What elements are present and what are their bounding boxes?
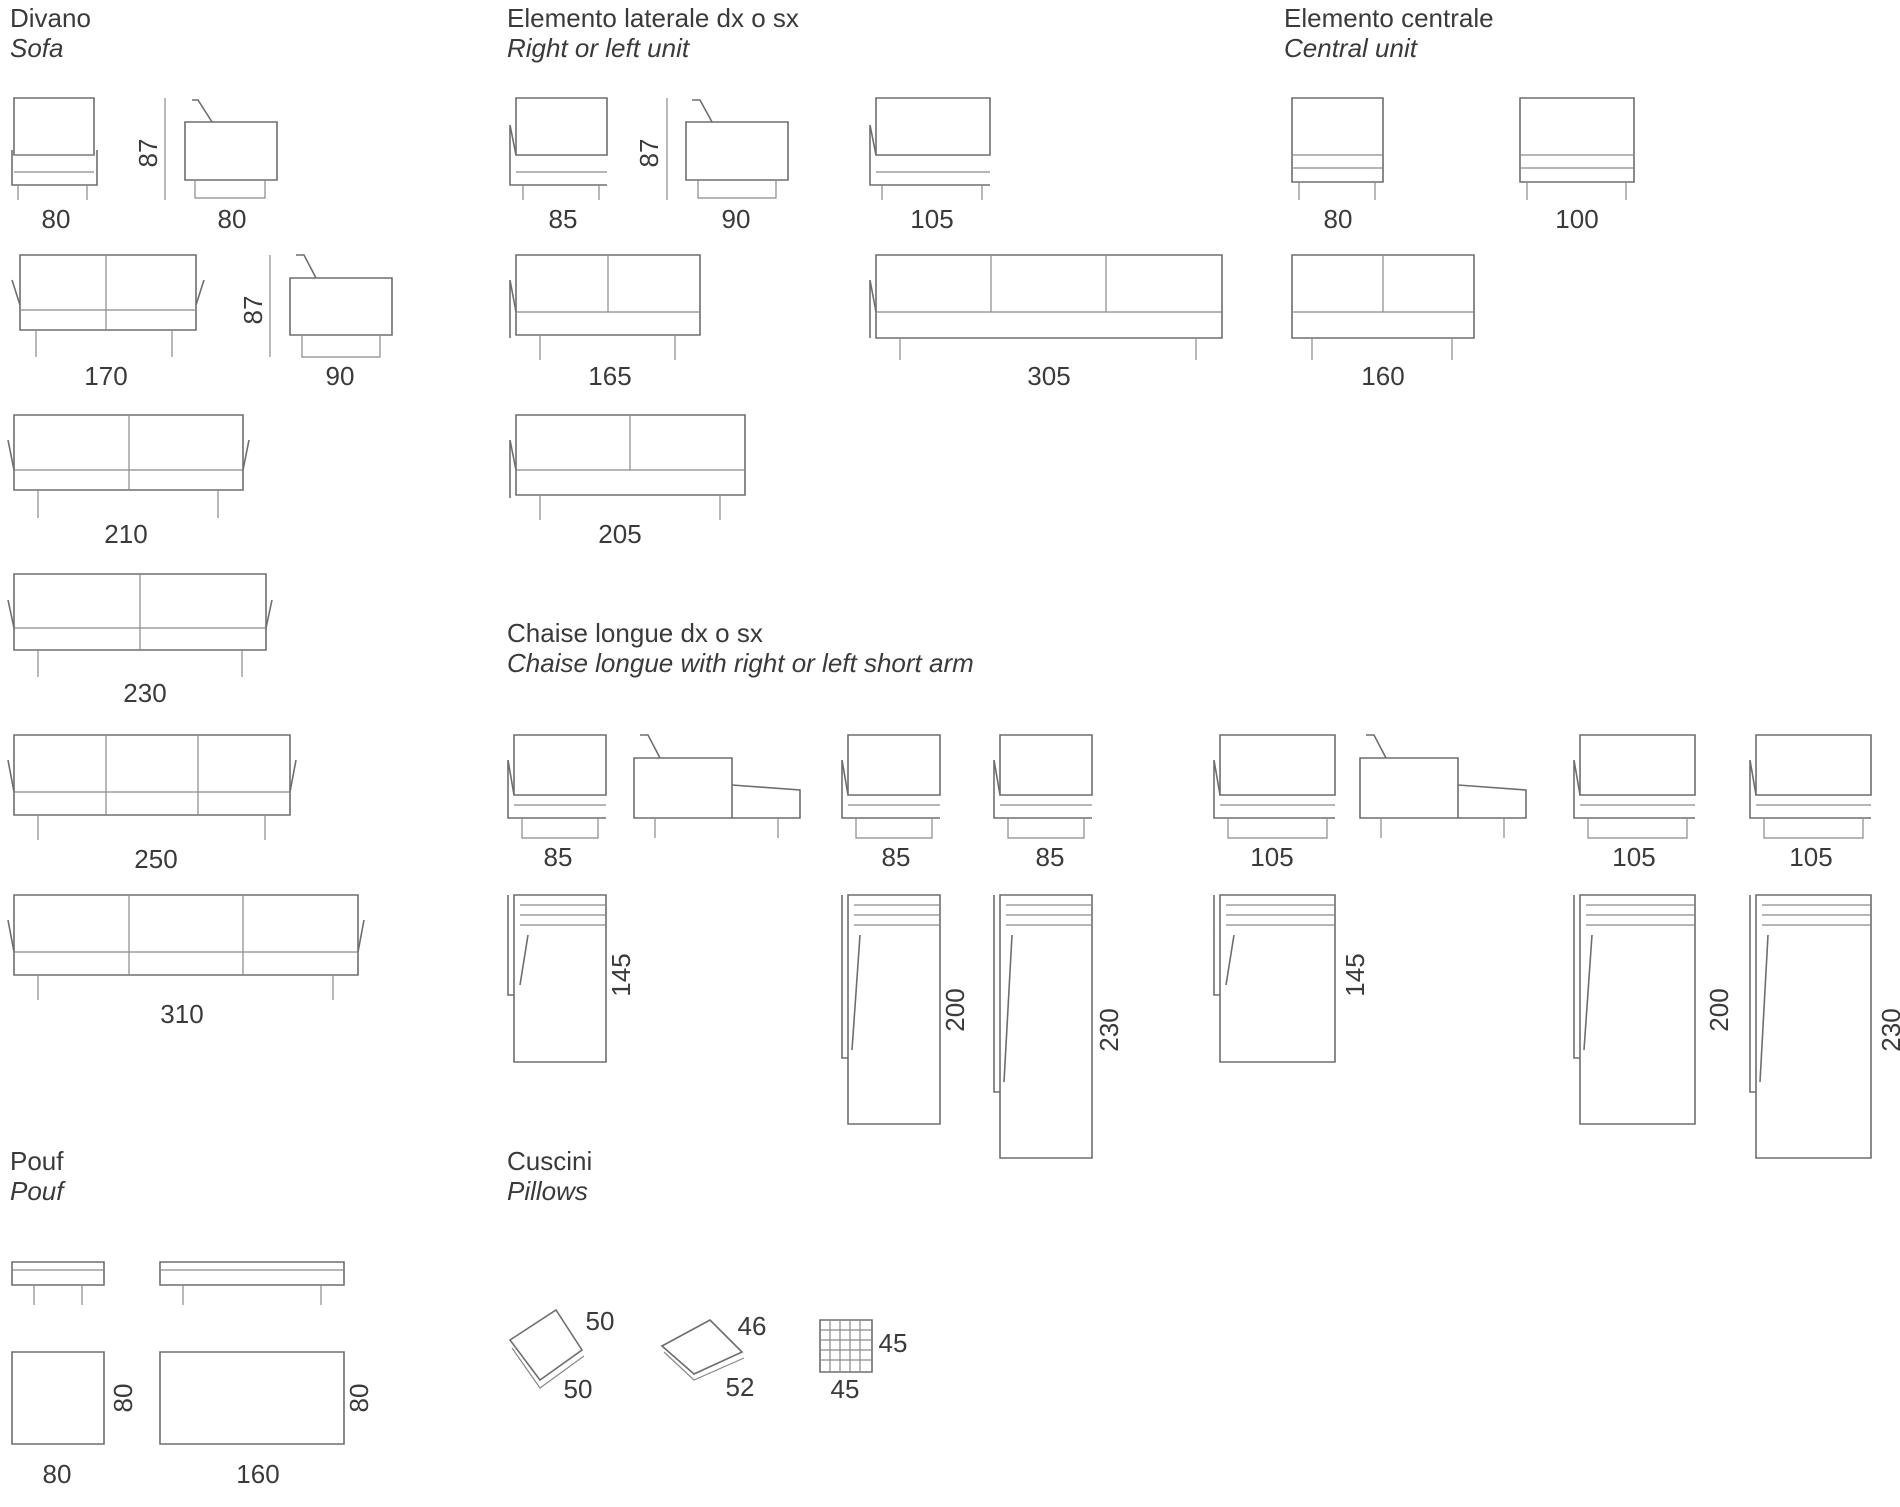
dim-chaise-a-length: 145 <box>606 953 636 996</box>
side-unit-85-front-drawing <box>509 97 608 200</box>
chaise-105b-front-drawing <box>1573 734 1696 839</box>
dim-sofa-250-width: 250 <box>134 844 177 874</box>
section-title-sofa: Divano <box>10 3 91 33</box>
section-title-chaise: Chaise longue dx o sx <box>507 618 763 648</box>
chaise-85b-front-drawing <box>841 734 941 839</box>
chaise-105-front-drawing <box>1213 734 1336 839</box>
dim-central-80-width: 80 <box>1324 204 1353 234</box>
dim-chaise-d-width: 105 <box>1250 842 1293 872</box>
pouf-small-plan-drawing <box>11 1351 105 1445</box>
section-title-pillows: Cuscini <box>507 1146 592 1176</box>
sofa-170-side-drawing <box>289 254 393 358</box>
central-unit-160-front-drawing <box>1291 254 1475 360</box>
sofa-230-front-drawing <box>7 573 273 677</box>
dim-side-205-width: 205 <box>598 519 641 549</box>
dim-pillow-3-width: 45 <box>879 1328 908 1358</box>
side-unit-305-front-drawing <box>869 254 1223 360</box>
dim-side-85-depth: 90 <box>722 204 751 234</box>
dim-pouf-small-width: 80 <box>43 1459 72 1489</box>
pillow-50x50-drawing <box>508 1308 585 1389</box>
dim-sofa-210-width: 210 <box>104 519 147 549</box>
section-subtitle-pouf: Pouf <box>10 1176 66 1206</box>
dim-pouf-large-width: 160 <box>236 1459 279 1489</box>
dim-sofa-230-width: 230 <box>123 678 166 708</box>
chaise-105-side-drawing <box>1359 734 1527 838</box>
side-unit-side-drawing <box>685 99 789 199</box>
dim-pillow-2-width: 46 <box>738 1311 767 1341</box>
dim-central-160-width: 160 <box>1361 361 1404 391</box>
dim-chaise-c-width: 85 <box>1036 842 1065 872</box>
section-subtitle-side-unit: Right or left unit <box>507 33 691 63</box>
sofa-170-front-drawing <box>11 254 205 357</box>
dim-chaise-a-width: 85 <box>544 842 573 872</box>
dim-chaise-b-length: 200 <box>940 988 970 1031</box>
side-unit-165-front-drawing <box>509 254 701 360</box>
dim-pouf-small-depth: 80 <box>108 1384 138 1413</box>
dim-side-85-width: 85 <box>549 204 578 234</box>
sofa-250-front-drawing <box>7 734 297 840</box>
sofa-armchair-front-drawing <box>11 97 98 200</box>
dim-chaise-d-length: 145 <box>1340 953 1370 996</box>
dim-chaise-e-width: 105 <box>1612 842 1655 872</box>
chaise-e-plan-drawing <box>1573 894 1696 1125</box>
dim-central-100-width: 100 <box>1555 204 1598 234</box>
dim-chaise-f-width: 105 <box>1789 842 1832 872</box>
dim-armchair-depth: 80 <box>218 204 247 234</box>
pouf-large-plan-drawing <box>159 1351 345 1445</box>
side-unit-105-front-drawing <box>869 97 991 200</box>
chaise-b-plan-drawing <box>841 894 941 1125</box>
dim-side-305-width: 305 <box>1027 361 1070 391</box>
dim-chaise-e-length: 200 <box>1704 988 1734 1031</box>
dim-pillow-3-depth: 45 <box>831 1374 860 1404</box>
dim-sofa-170-height: 87 <box>238 296 268 325</box>
chaise-105c-front-drawing <box>1749 734 1872 839</box>
section-title-side-unit: Elemento laterale dx o sx <box>507 3 799 33</box>
side-unit-205-front-drawing <box>509 414 746 520</box>
chaise-side-drawing <box>633 734 801 838</box>
dim-sofa-170-depth: 90 <box>326 361 355 391</box>
chaise-85-front-drawing <box>507 734 607 839</box>
pouf-large-front-drawing <box>159 1261 345 1305</box>
dim-chaise-f-length: 230 <box>1876 1008 1900 1051</box>
dim-pillow-2-depth: 52 <box>726 1372 755 1402</box>
chaise-a-plan-drawing <box>507 894 607 1063</box>
section-title-central-unit: Elemento centrale <box>1284 3 1494 33</box>
section-subtitle-chaise: Chaise longue with right or left short a… <box>507 648 974 678</box>
dim-side-165-width: 165 <box>588 361 631 391</box>
dim-pillow-1-depth: 50 <box>564 1374 593 1404</box>
section-subtitle-sofa: Sofa <box>10 33 64 63</box>
sofa-310-front-drawing <box>7 894 365 1000</box>
dim-armchair-height: 87 <box>133 139 163 168</box>
dim-sofa-170-width: 170 <box>84 361 127 391</box>
chaise-85c-front-drawing <box>993 734 1093 839</box>
section-title-pouf: Pouf <box>10 1146 64 1176</box>
section-subtitle-pillows: Pillows <box>507 1176 588 1206</box>
central-unit-80-front-drawing <box>1291 97 1384 200</box>
dim-side-105-width: 105 <box>910 204 953 234</box>
dim-pillow-1-width: 50 <box>586 1306 615 1336</box>
pouf-small-front-drawing <box>11 1261 105 1305</box>
pillow-45x45-drawing <box>819 1319 873 1373</box>
dim-side-85-height: 87 <box>634 139 664 168</box>
dim-pouf-large-depth: 80 <box>344 1384 374 1413</box>
central-unit-100-front-drawing <box>1519 97 1635 200</box>
dim-chaise-c-length: 230 <box>1094 1008 1124 1051</box>
chaise-d-plan-drawing <box>1213 894 1336 1063</box>
dim-chaise-b-width: 85 <box>882 842 911 872</box>
dim-sofa-310-width: 310 <box>160 999 203 1029</box>
pillow-46x52-drawing <box>660 1319 745 1381</box>
dim-armchair-width: 80 <box>42 204 71 234</box>
section-subtitle-central-unit: Central unit <box>1284 33 1419 63</box>
chaise-f-plan-drawing <box>1749 894 1872 1159</box>
sofa-210-front-drawing <box>7 414 250 518</box>
chaise-c-plan-drawing <box>993 894 1093 1159</box>
sofa-armchair-side-drawing <box>184 99 278 199</box>
